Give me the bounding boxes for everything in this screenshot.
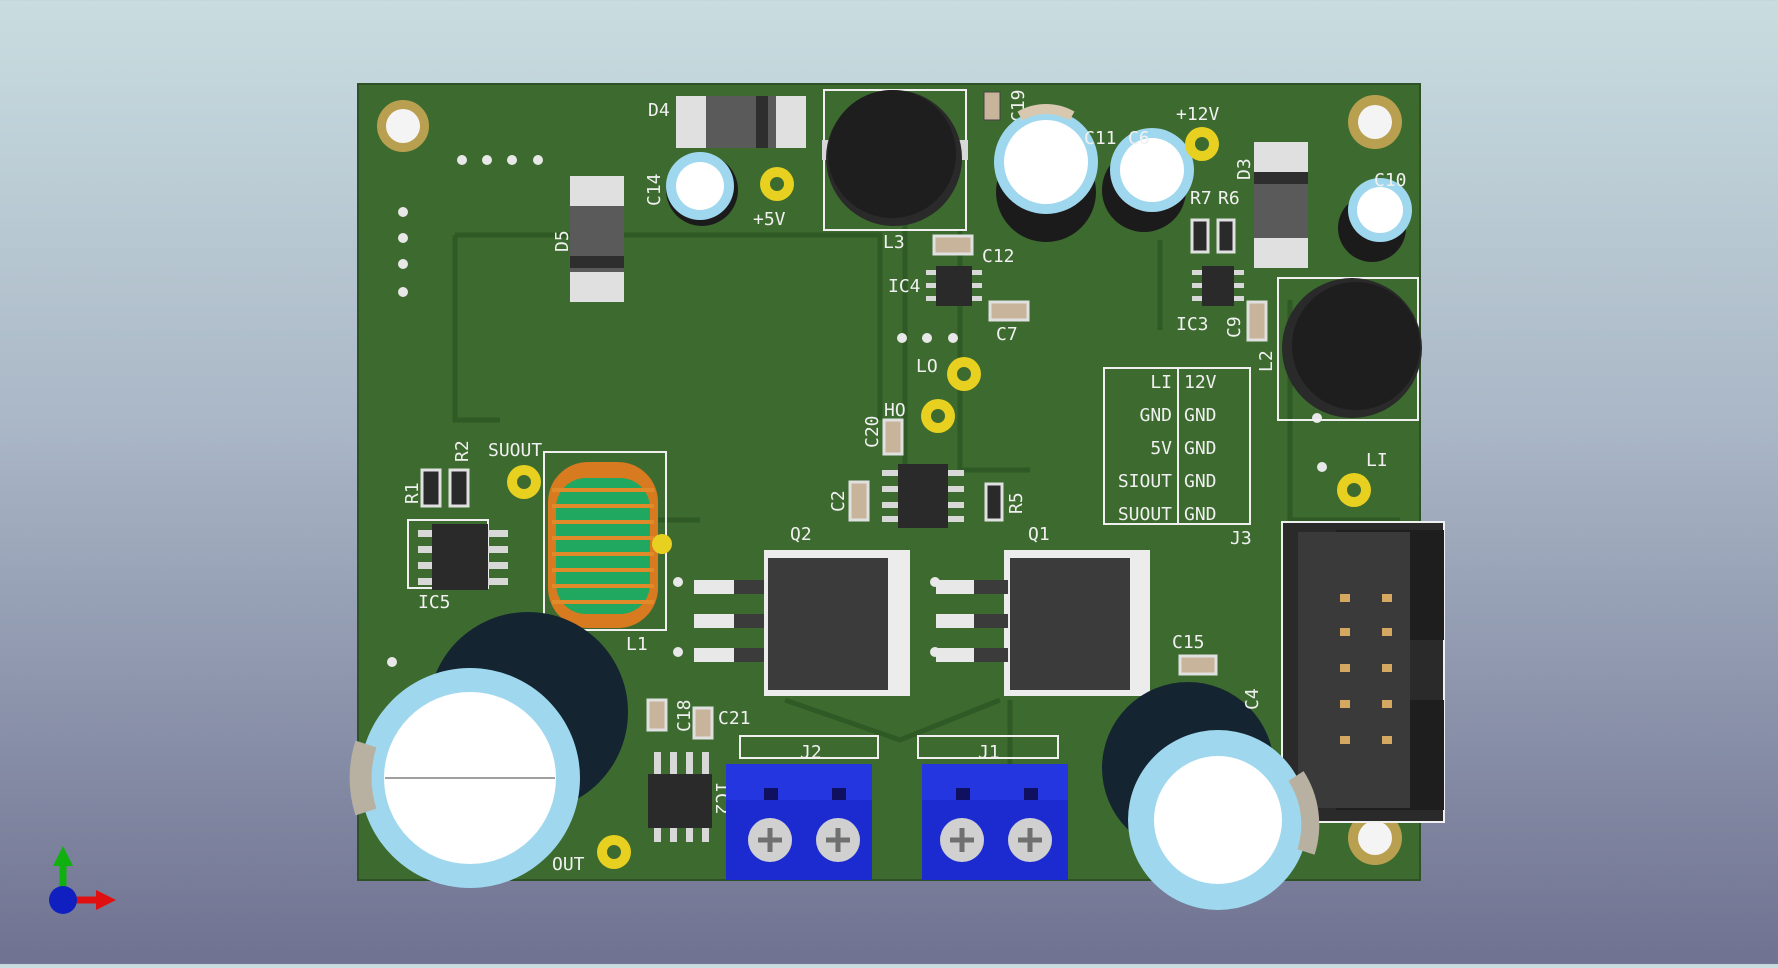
diode-d3[interactable] — [1254, 142, 1308, 268]
resistor-r5[interactable] — [984, 482, 1004, 522]
label-ic4: IC4 — [888, 276, 921, 297]
diode-d5[interactable] — [570, 176, 624, 302]
capacitor-c13[interactable] — [932, 234, 974, 256]
mosfet-q2[interactable] — [694, 550, 910, 696]
ic-ic5[interactable] — [407, 519, 508, 590]
capacitor-c21[interactable] — [692, 706, 714, 740]
j3-right-pin-label: 12V — [1184, 372, 1217, 393]
label-q2: Q2 — [790, 524, 812, 545]
capacitor-c2[interactable] — [848, 480, 870, 522]
label-d4: D4 — [648, 100, 670, 121]
label-r7: R7 — [1190, 188, 1212, 209]
label-j2: J2 — [800, 742, 822, 763]
label-c18: C18 — [674, 699, 695, 732]
connector-j3[interactable] — [1281, 521, 1445, 823]
label-c2: C2 — [828, 490, 849, 512]
label-c7: C7 — [996, 324, 1018, 345]
testpoint-out[interactable] — [597, 835, 631, 869]
label-r5: R5 — [1006, 492, 1027, 514]
inductor-l1[interactable] — [543, 451, 672, 631]
label-c12: C12 — [982, 246, 1015, 267]
terminal-block-j1[interactable] — [917, 735, 1068, 880]
label-r2: R2 — [452, 440, 473, 462]
label-lo: LO — [916, 356, 938, 377]
label-12v: +12V — [1176, 104, 1220, 125]
testpoint-5v[interactable] — [760, 167, 794, 201]
testpoint-12v[interactable] — [1185, 127, 1219, 161]
resistor-r2[interactable] — [448, 468, 470, 508]
label-c20: C20 — [862, 415, 883, 448]
capacitor-c9[interactable] — [1246, 300, 1268, 342]
capacitor-c10[interactable] — [1338, 178, 1412, 262]
j3-pin-table: LI 12V GND GND 5V GND SIOUT GND SUOUT GND — [1103, 367, 1251, 525]
testpoint-ho[interactable] — [921, 399, 955, 433]
via-array — [387, 155, 1327, 667]
j3-right-pin-label: GND — [1184, 504, 1217, 525]
j3-left-pin-label: SIOUT — [1118, 471, 1172, 492]
capacitor-c14[interactable] — [666, 152, 738, 226]
capacitor-bulk[interactable] — [349, 612, 628, 888]
label-c21: C21 — [718, 708, 751, 729]
label-ic5: IC5 — [418, 592, 451, 613]
inductor-l2[interactable] — [1277, 277, 1422, 421]
label-r6: R6 — [1218, 188, 1240, 209]
ic-ic3[interactable] — [1192, 266, 1244, 306]
testpoint-lo[interactable] — [947, 357, 981, 391]
ic-ic4[interactable] — [926, 266, 982, 306]
resistor-r7[interactable] — [1190, 218, 1210, 254]
inductor-l3[interactable] — [822, 89, 968, 231]
j3-right-pin-label: GND — [1184, 405, 1217, 426]
label-j1: J1 — [978, 742, 1000, 763]
testpoint-suout[interactable] — [507, 465, 541, 499]
label-d5: D5 — [552, 230, 573, 252]
j3-left-pin-label: LI — [1150, 372, 1172, 393]
label-l3: L3 — [883, 232, 905, 253]
mosfet-q1[interactable] — [936, 550, 1150, 696]
axis-gizmo — [49, 846, 116, 914]
resistor-r1[interactable] — [420, 468, 442, 508]
capacitor-c20[interactable] — [882, 418, 904, 456]
j3-left-pin-label: 5V — [1150, 438, 1172, 459]
header-pins — [1340, 594, 1392, 744]
label-5v: +5V — [753, 209, 786, 230]
testpoint-li[interactable] — [1337, 473, 1371, 507]
diode-d4[interactable] — [676, 96, 806, 148]
label-r1: R1 — [402, 482, 423, 504]
resistor-r6[interactable] — [1216, 218, 1236, 254]
label-c10: C10 — [1374, 170, 1407, 191]
label-ho: HO — [884, 400, 906, 421]
capacitor-c4[interactable] — [1102, 682, 1320, 910]
capacitor-c6[interactable] — [1102, 128, 1194, 232]
mounting-hole — [375, 95, 1402, 865]
label-c6: C6 — [1128, 128, 1150, 149]
label-q1: Q1 — [1028, 524, 1050, 545]
capacitor-c15[interactable] — [1178, 654, 1218, 676]
label-out: OUT — [552, 854, 585, 875]
label-c9: C9 — [1224, 316, 1245, 338]
label-j3: J3 — [1230, 528, 1252, 549]
label-li-pad: LI — [1366, 450, 1388, 471]
label-suout: SUOUT — [488, 440, 542, 461]
label-c15: C15 — [1172, 632, 1205, 653]
label-ic3: IC3 — [1176, 314, 1209, 335]
j3-left-pin-label: SUOUT — [1118, 504, 1172, 525]
j3-right-pin-label: GND — [1184, 438, 1217, 459]
label-c11: C11 — [1084, 128, 1117, 149]
label-c14: C14 — [644, 173, 665, 206]
j3-left-pin-label: GND — [1139, 405, 1172, 426]
label-l1: L1 — [626, 634, 648, 655]
capacitor-c19[interactable] — [983, 91, 1001, 121]
label-d3: D3 — [1234, 158, 1255, 180]
label-l2: L2 — [1256, 350, 1277, 372]
z-axis-dot — [49, 886, 77, 914]
capacitor-c12[interactable] — [994, 104, 1098, 242]
ic-ic2[interactable] — [648, 752, 712, 842]
j3-right-pin-label: GND — [1184, 471, 1217, 492]
capacitor-c18[interactable] — [646, 698, 668, 732]
capacitor-c7[interactable] — [988, 300, 1030, 322]
ic-driver[interactable] — [882, 464, 964, 528]
label-c4: C4 — [1242, 688, 1263, 710]
terminal-block-j2[interactable] — [726, 735, 879, 880]
